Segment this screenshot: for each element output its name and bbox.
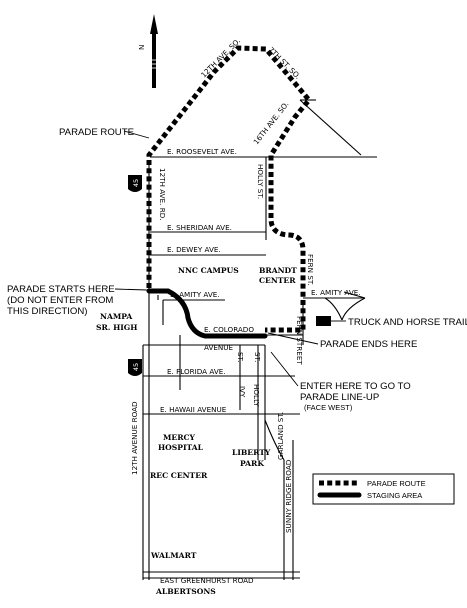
street-label: 16TH AVE. SO. xyxy=(251,100,290,146)
callout-enter-here: (FACE WEST) xyxy=(304,403,353,412)
street-label: E. AMITY AVE. xyxy=(311,288,361,297)
svg-text:45: 45 xyxy=(132,179,140,187)
street-label: IVY xyxy=(238,386,247,398)
place-label: PARK xyxy=(240,459,264,468)
north-label: N xyxy=(137,45,146,50)
place-label: MERCY xyxy=(163,433,196,442)
street-label: 12TH AVENUE ROAD xyxy=(130,401,139,475)
callout-parade-ends: PARADE ENDS HERE xyxy=(320,339,417,350)
place-label: LIBERTY xyxy=(232,448,271,457)
street-label: GARLAND ST. xyxy=(276,412,285,460)
street-label: 12TH AVE. RD. xyxy=(158,168,167,221)
callout-parade-starts: PARADE STARTS HERE xyxy=(7,284,115,295)
street-network xyxy=(142,99,377,580)
parade-route-line xyxy=(146,45,313,333)
legend-staging-label: STAGING AREA xyxy=(367,491,422,500)
street-label: E. SHERIDAN AVE. xyxy=(167,223,232,232)
street-label: SUNNY RIDGE ROAD xyxy=(284,459,293,533)
street-label: E. COLORADO xyxy=(204,325,254,334)
trailer-parking-marker xyxy=(316,316,331,326)
street-label: FERN ST. xyxy=(306,254,315,286)
street-label: ST. xyxy=(236,352,245,362)
street-label: E. HAWAII AVENUE xyxy=(160,405,227,414)
street-label: 7TH ST. SO. xyxy=(267,45,303,81)
highway-shield-icon: 45 xyxy=(128,175,142,192)
svg-text:45: 45 xyxy=(132,363,140,371)
staging-area-line xyxy=(146,288,268,339)
place-label: BRANDT xyxy=(259,266,297,275)
callout-parade-route: PARADE ROUTE xyxy=(59,127,134,138)
north-arrow-icon xyxy=(150,14,158,88)
callout-truck-trailer: TRUCK AND HORSE TRAILER xyxy=(348,317,467,328)
highway-shield-icon: 45 xyxy=(128,359,142,376)
street-label: E. FLORIDA AVE. xyxy=(167,367,226,376)
street-label: E. ROOSEVELT AVE. xyxy=(167,147,237,156)
street-label: EAST GREENHURST ROAD xyxy=(160,576,254,585)
street-label: HOLLY ST. xyxy=(256,164,265,199)
street-label: HOLLY xyxy=(252,384,261,407)
legend-route-label: PARADE ROUTE xyxy=(367,479,426,488)
callout-enter-here: ENTER HERE TO GO TO xyxy=(300,381,411,392)
place-label: REC CENTER xyxy=(150,471,208,480)
callout-parade-starts: THIS DIRECTION) xyxy=(7,306,87,317)
place-label: WALMART xyxy=(150,551,197,560)
place-label: ALBERTSONS xyxy=(155,587,216,596)
street-label: E. DEWEY AVE. xyxy=(167,245,221,254)
place-label: CENTER xyxy=(259,276,296,285)
legend: PARADE ROUTE STAGING AREA xyxy=(312,473,455,505)
place-label: SR. HIGH xyxy=(96,323,137,332)
street-label: AVENUE xyxy=(204,343,234,352)
street-label: ST. xyxy=(253,352,262,362)
street-label: 12TH AVE. SO. xyxy=(199,36,242,79)
place-label: HOSPITAL xyxy=(158,443,204,452)
place-label: NAMPA xyxy=(100,312,132,321)
callout-parade-starts: (DO NOT ENTER FROM xyxy=(7,295,113,306)
callout-enter-here: PARADE LINE-UP xyxy=(300,392,379,403)
street-label: E. AMITY AVE. xyxy=(170,290,220,299)
street-label: FERN STREET xyxy=(295,316,304,365)
place-label: NNC CAMPUS xyxy=(178,266,239,275)
